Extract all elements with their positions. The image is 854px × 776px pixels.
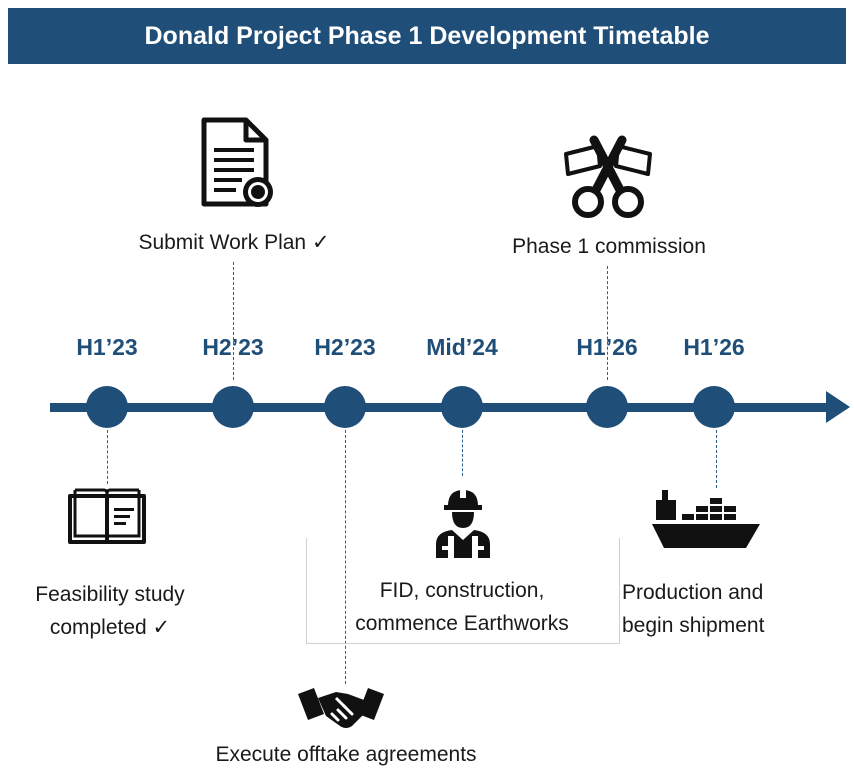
ribbon-cutting-scissors-icon — [564, 135, 652, 218]
connector-submit-work-plan — [233, 262, 234, 380]
production-label-line2: begin shipment — [622, 614, 765, 637]
milestone-dot — [693, 386, 735, 428]
connector-feasibility — [107, 430, 108, 484]
handshake-icon — [298, 688, 384, 728]
offtake-label: Execute offtake agreements — [215, 743, 477, 766]
phase1-commission-label: Phase 1 commission — [512, 235, 706, 258]
fid-event-box — [306, 538, 620, 644]
document-certificate-icon — [201, 117, 273, 207]
milestone-dot — [441, 386, 483, 428]
timeline-arrowhead — [826, 391, 850, 423]
open-book-icon — [68, 488, 146, 544]
production-label-line1: Production and — [622, 581, 764, 604]
fid-label-line1: FID, construction, — [379, 579, 545, 602]
milestone-dot — [212, 386, 254, 428]
milestone-label: H1’26 — [683, 334, 745, 360]
feasibility-label-line1: Feasibility study — [35, 583, 185, 606]
submit-work-plan-label: Submit Work Plan ✓ — [138, 231, 330, 254]
title-banner: Donald Project Phase 1 Development Timet… — [8, 8, 846, 64]
milestone-label: H1’26 — [576, 334, 638, 360]
fid-label-line2: commence Earthworks — [355, 612, 569, 635]
milestone-dot — [324, 386, 366, 428]
connector-phase1-commission — [607, 266, 608, 380]
connector-offtake — [345, 430, 346, 684]
milestone-dot — [586, 386, 628, 428]
page-title: Donald Project Phase 1 Development Timet… — [144, 21, 710, 50]
milestone-label: Mid’24 — [426, 334, 498, 360]
milestone-label: H2’23 — [202, 334, 264, 360]
connector-fid — [462, 430, 463, 476]
connector-production — [716, 430, 717, 488]
milestone-dot — [86, 386, 128, 428]
feasibility-label-line2: completed ✓ — [49, 616, 171, 639]
milestone-label: H2’23 — [314, 334, 376, 360]
cargo-ship-icon — [652, 490, 760, 548]
construction-worker-icon — [436, 488, 490, 558]
milestone-label: H1’23 — [76, 334, 138, 360]
